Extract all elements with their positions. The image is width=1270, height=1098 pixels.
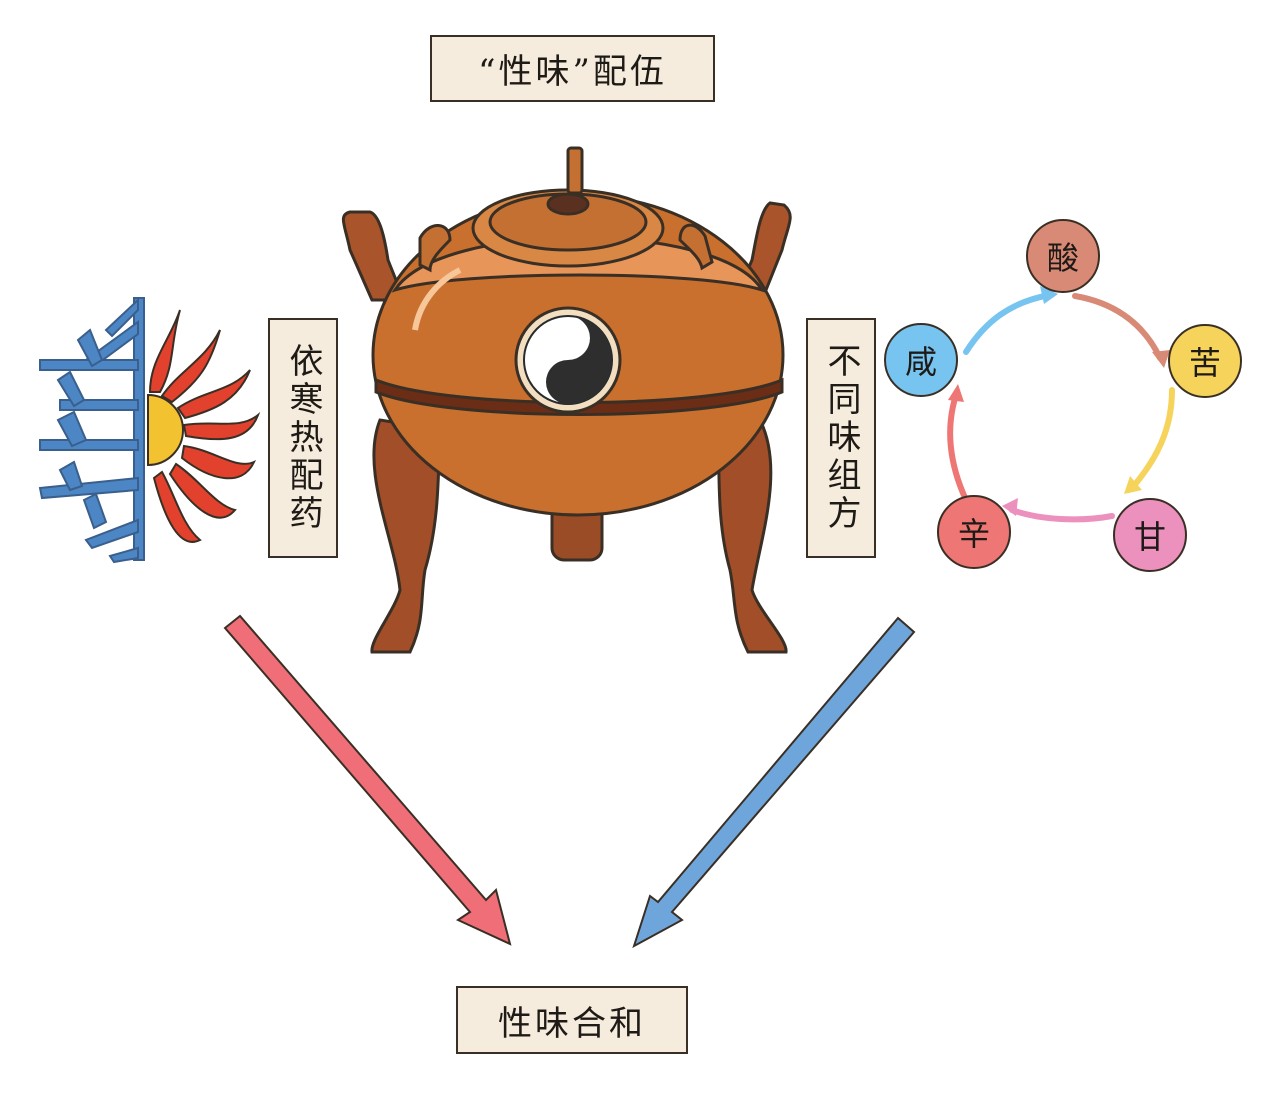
flavor-node-salty: 咸 [884, 323, 958, 397]
cold-heat-label: 依寒热配药 [268, 318, 338, 558]
snowflake-icon [38, 297, 145, 564]
flavor-cycle-arrows [947, 286, 1175, 523]
flavor-node-pungent: 辛 [937, 495, 1011, 569]
yin-yang-icon [514, 306, 622, 414]
flavor-node-sour: 酸 [1026, 219, 1100, 293]
right-big-arrow [632, 616, 916, 949]
title-label: “性味”配伍 [430, 35, 715, 102]
left-big-arrow [223, 614, 512, 946]
cycle-arrow-pungent-salty [947, 392, 969, 503]
flavor-node-sweet: 甘 [1113, 498, 1187, 572]
flavor-combination-label: 不同味组方 [806, 318, 876, 558]
cycle-arrow-salty-sour [963, 292, 1053, 355]
cycle-arrow-sweet-pungent [1009, 507, 1115, 523]
flavor-node-bitter: 苦 [1168, 324, 1242, 398]
sun-icon [147, 309, 261, 543]
cycle-arrow-bitter-sweet [1129, 387, 1175, 491]
result-label: 性味合和 [456, 986, 688, 1054]
cycle-arrow-sour-bitter [1072, 293, 1163, 361]
